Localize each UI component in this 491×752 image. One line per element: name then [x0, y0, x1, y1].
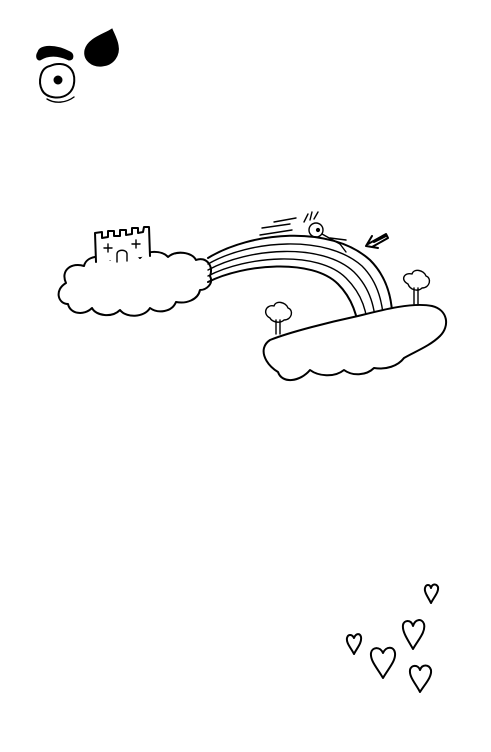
angry-eye-icon [36, 28, 119, 103]
heart-icon [423, 583, 440, 604]
pupil-icon [53, 75, 63, 85]
cloud-castle-group [57, 226, 212, 317]
eye-underline-icon [46, 96, 75, 103]
heart-icon [401, 619, 426, 650]
eye-outline-icon [39, 62, 76, 99]
stick-figure-icon [303, 211, 347, 253]
castle-window-left-icon [103, 243, 113, 253]
eyebrow-icon [36, 45, 74, 61]
castle-icon [94, 226, 151, 263]
tree-icon [402, 269, 431, 305]
castle-window-right-icon [131, 239, 141, 249]
slide-speed-lines-icon [259, 217, 297, 236]
heart-icon [408, 664, 433, 693]
tree-icon [264, 301, 293, 335]
castle-door-icon [116, 249, 128, 263]
floating-island-icon [262, 303, 448, 381]
heart-icon [345, 633, 363, 655]
heart-icon [369, 646, 397, 679]
cloud-icon [57, 250, 212, 317]
arrow-icon [365, 233, 389, 249]
rainbow-icon [207, 234, 394, 339]
hearts-group [345, 583, 440, 693]
teardrop-icon [84, 28, 119, 67]
